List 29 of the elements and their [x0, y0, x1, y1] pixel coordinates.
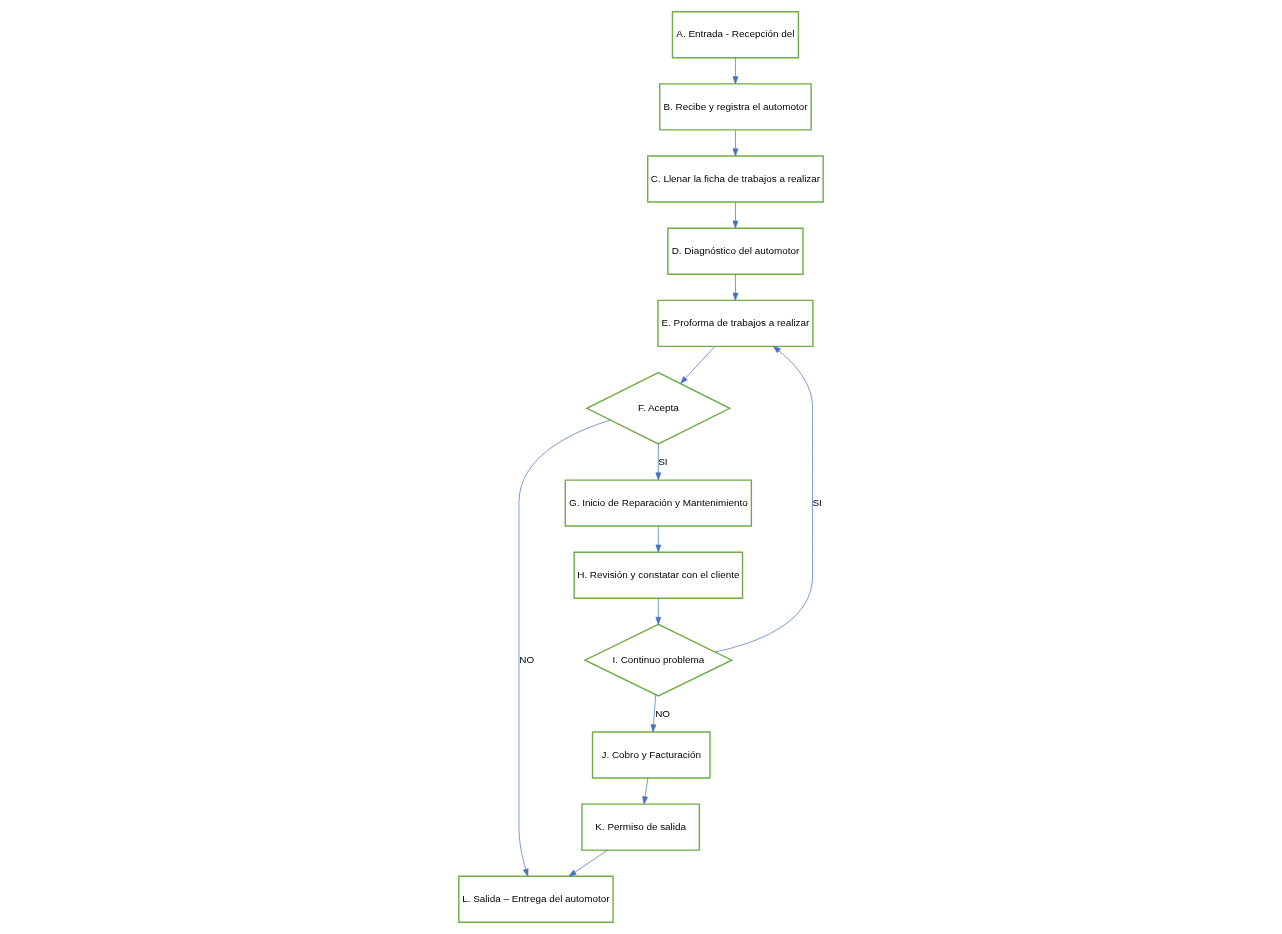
node-box: A. Entrada - Recepción del: [671, 11, 800, 59]
node-box: J. Cobro y Facturación: [591, 731, 711, 779]
edge-label: SI: [658, 455, 668, 467]
arrow: [642, 777, 649, 805]
arrow: [655, 443, 662, 481]
arrow: [732, 273, 739, 301]
arrow: [732, 57, 739, 85]
edge-label: NO: [655, 707, 670, 719]
arrow: [680, 346, 716, 384]
node-box: E. Proforma de trabajos a realizar: [657, 299, 814, 348]
arrow: [518, 419, 611, 877]
node-box: L. Salida – Entrega del automotor: [458, 875, 614, 923]
node-box: G. Inicio de Reparación y Mantenimiento: [564, 479, 753, 527]
node-box: B. Recibe y registra el automotor: [659, 83, 812, 131]
node-box: K. Permiso de salida: [581, 803, 701, 851]
node-box: D. Diagnóstico del automotor: [667, 227, 804, 275]
node-box: H. Revisión y constatar con el cliente: [573, 551, 744, 599]
edge-label: NO: [519, 653, 535, 665]
edge-label: SI: [812, 496, 822, 508]
arrow: [568, 849, 608, 877]
node-diamond: F. Acepta: [585, 371, 732, 445]
arrow: [655, 525, 662, 553]
arrow: [714, 346, 813, 653]
node-box: C. Llenar la ficha de trabajos a realizar: [647, 155, 824, 203]
arrow: [655, 597, 662, 625]
arrow: [650, 694, 657, 733]
node-diamond: I. Continuo problema: [583, 623, 734, 697]
arrow: [732, 129, 739, 157]
arrow: [732, 201, 739, 229]
